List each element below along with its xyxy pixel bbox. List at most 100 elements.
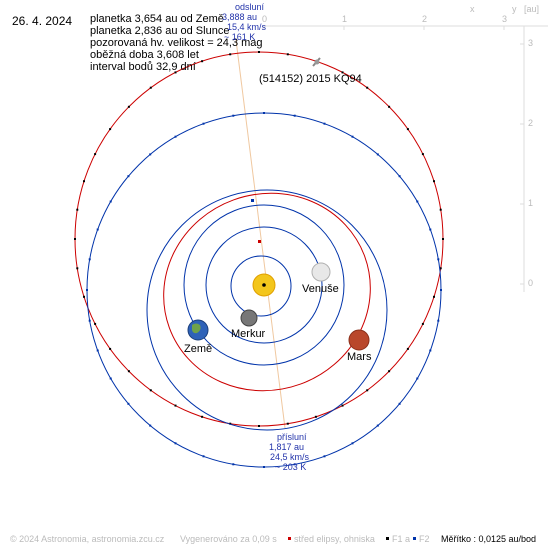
asteroid-orbit-point — [201, 60, 204, 63]
asteroid-orbit-point — [149, 389, 152, 392]
outer-orbit-point — [351, 135, 354, 138]
outer-orbit-point — [323, 122, 326, 125]
venus-label: Venuše — [302, 283, 339, 295]
outer-orbit-point — [96, 228, 99, 231]
outer-orbit-point — [293, 463, 296, 466]
outer-orbit-point — [232, 114, 235, 117]
x-tick-3: 3 — [502, 14, 508, 24]
asteroid-orbit-point — [229, 53, 232, 56]
outer-orbit-point — [149, 153, 152, 156]
aphelion-temp: ~ 161 K — [224, 32, 256, 42]
asteroid-orbit-point — [94, 153, 97, 156]
outer-orbit-point — [440, 289, 442, 291]
mercury-label: Merkur — [231, 328, 266, 340]
earth-orbit — [183, 204, 345, 366]
outer-orbit-point — [398, 402, 401, 405]
outer-orbit-point — [437, 258, 440, 261]
outer-orbit-point — [429, 349, 432, 352]
asteroid-orbit-point — [109, 128, 112, 131]
asteroid-orbit-point — [286, 53, 289, 56]
copyright-text: © 2024 Astronomia, astronomia.zcu.cz — [10, 534, 165, 544]
asteroid-orbit-point — [201, 415, 204, 418]
asteroid-orbit-point — [74, 238, 76, 240]
sun-center-dot — [262, 283, 266, 287]
asteroid-orbit-point — [83, 180, 85, 183]
outer-orbit-point — [88, 319, 91, 322]
outer-orbit-point — [293, 114, 296, 117]
venus-icon — [311, 262, 331, 282]
mercury-icon — [240, 309, 258, 327]
mars-orbit — [163, 192, 371, 392]
asteroid-orbit-point — [258, 51, 260, 53]
interval-text: interval bodů 32,9 dní — [90, 61, 196, 73]
mercury-orbit — [230, 255, 292, 317]
x-tick-2: 2 — [422, 14, 428, 24]
asteroid-orbit — [74, 51, 444, 427]
legend-f1-text: F1 a — [392, 534, 411, 544]
venus-orbit — [205, 226, 323, 344]
outer-orbit-point — [174, 442, 177, 445]
x-axis-label: x — [470, 4, 475, 14]
asteroid-orbit-point — [109, 347, 112, 350]
center-legend-marker — [288, 537, 291, 540]
perihelion-temp: ~ 203 K — [275, 462, 307, 472]
asteroid-orbit-point — [83, 295, 85, 298]
asteroid-orbit-point — [174, 404, 177, 407]
asteroid-orbit-point — [439, 267, 442, 270]
x-tick-0: 0 — [262, 14, 268, 24]
axis-unit-label: [au] — [524, 4, 540, 14]
outer-orbit-point — [109, 200, 112, 203]
f1-legend-marker — [386, 537, 389, 540]
asteroid-orbit-point — [341, 404, 344, 407]
axis-ticks — [263, 26, 524, 285]
focus-f2-marker — [251, 199, 254, 202]
outer-orbit-point — [376, 424, 379, 427]
magnitude-text: pozorovaná hv. velikost = 24,3 mag — [90, 37, 263, 49]
outer-orbit-point — [416, 200, 419, 203]
asteroid-orbit-point — [366, 86, 369, 89]
asteroid-orbit-point — [258, 425, 260, 427]
earth-distance-text: planetka 3,654 au od Země — [90, 13, 224, 25]
asteroid-orbit-point — [388, 105, 391, 108]
mars-label: Mars — [347, 351, 372, 363]
asteroid-orbit-point — [406, 347, 409, 350]
asteroid-orbit-point — [388, 370, 391, 373]
outer-orbit-point — [202, 122, 205, 125]
period-text: oběžná doba 3,608 let — [90, 49, 199, 61]
outer-orbit-point — [351, 442, 354, 445]
legend-center-text: střed elipsy, ohniska — [294, 534, 375, 544]
y-tick-3: 3 — [528, 38, 534, 48]
asteroid-orbit-point — [127, 370, 130, 373]
outer-orbit-point — [174, 135, 177, 138]
outer-orbit-point — [86, 289, 88, 291]
aphelion-speed: 15,4 km/s — [227, 22, 267, 32]
outer-orbit-point — [232, 463, 235, 466]
asteroid-orbit-point — [442, 238, 444, 240]
large-blue-orbit — [146, 189, 388, 431]
aphelion-distance: 3,888 au — [222, 12, 258, 22]
y-axis-label: y — [512, 4, 517, 14]
y-tick-1: 1 — [528, 198, 534, 208]
blue-orbit-points — [86, 112, 442, 468]
x-tick-1: 1 — [342, 14, 348, 24]
legend-f2-text: F2 — [419, 534, 430, 544]
earth-label: Země — [184, 343, 213, 355]
asteroid-orbit-point — [76, 267, 79, 270]
asteroid-orbit-point — [421, 153, 424, 156]
aphelion-title: odsluní — [235, 2, 265, 12]
outer-orbit-point — [376, 153, 379, 156]
y-tick-2: 2 — [528, 118, 534, 128]
outer-orbit-point — [96, 349, 99, 352]
outer-orbit-point — [88, 258, 91, 261]
perihelion-title: přísluní — [277, 432, 307, 442]
outer-orbit-point — [398, 175, 401, 178]
asteroid-orbit-point — [94, 322, 97, 325]
outer-orbit-point — [429, 228, 432, 231]
asteroid-label: (514152) 2015 KQ94 — [259, 73, 362, 85]
outer-orbit-point — [416, 377, 419, 380]
y-tick-0: 0 — [528, 278, 534, 288]
apsidal-line — [235, 39, 286, 429]
outer-orbit-point — [437, 319, 440, 322]
sun-distance-text: planetka 2,836 au od Slunce — [90, 25, 230, 37]
